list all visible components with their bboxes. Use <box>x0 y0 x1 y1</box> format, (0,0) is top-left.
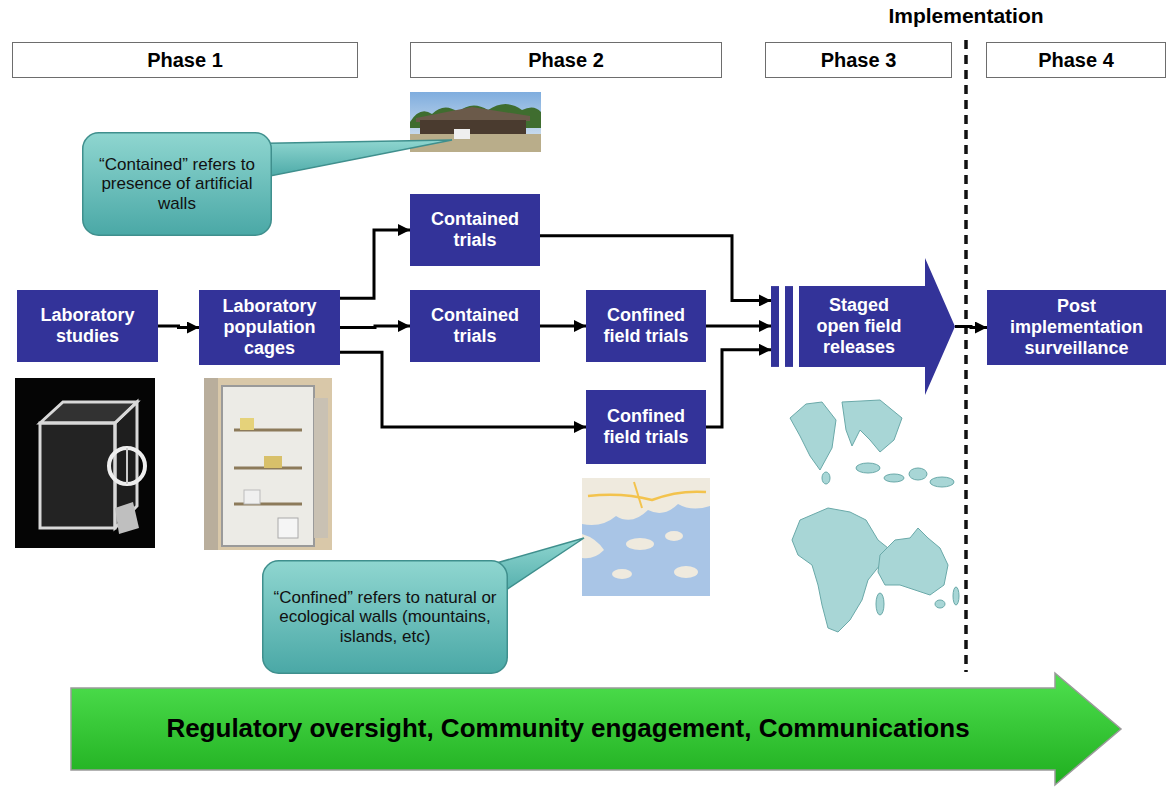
process-box: Post implementation surveillance <box>987 290 1166 365</box>
flow-arrow <box>706 350 771 427</box>
population-cage-photo <box>204 378 332 550</box>
node-text: Post implementation surveillance <box>995 296 1158 358</box>
phase-header: Phase 3 <box>765 42 952 78</box>
flow-arrow <box>158 326 199 328</box>
node-text: “Confined” refers to natural or ecologic… <box>272 588 498 647</box>
phase-header: Phase 4 <box>986 42 1166 78</box>
flow-arrow <box>340 326 410 328</box>
node-text: Laboratory studies <box>25 305 150 346</box>
process-box: Confined field trials <box>586 290 706 362</box>
node-text: Phase 1 <box>19 49 351 72</box>
callout-note: “Contained” refers to presence of artifi… <box>82 132 272 236</box>
process-box: Confined field trials <box>586 390 706 464</box>
node-text: Phase 3 <box>772 49 945 72</box>
process-box: Contained trials <box>410 290 540 362</box>
world-map <box>790 400 959 632</box>
callout-body <box>263 561 508 674</box>
flow-arrow <box>340 352 586 427</box>
phase-marker-label: Implementation <box>866 4 1066 28</box>
process-box: Laboratory population cages <box>199 290 340 365</box>
callout-body <box>83 133 272 236</box>
facility-photo <box>410 92 541 152</box>
stage-arrow: Staged open field releases <box>771 258 955 395</box>
phase-header: Phase 1 <box>12 42 358 78</box>
node-text: Confined field trials <box>594 305 698 346</box>
flow-arrow <box>955 327 987 328</box>
node-text: Contained trials <box>418 305 532 346</box>
lab-cage-photo <box>15 378 155 548</box>
flow-arrow <box>706 325 771 328</box>
process-box: Contained trials <box>410 194 540 266</box>
callout-pointer <box>232 140 452 178</box>
node-text: Laboratory population cages <box>207 296 332 358</box>
node-text: Contained trials <box>418 209 532 250</box>
flow-arrow <box>540 325 586 328</box>
implementation-divider <box>964 40 968 672</box>
island-map <box>582 478 710 596</box>
phase-header: Phase 2 <box>410 42 722 78</box>
oversight-arrow: Regulatory oversight, Community engageme… <box>70 672 1122 786</box>
flow-arrow <box>340 230 410 298</box>
process-box: Laboratory studies <box>17 290 158 362</box>
node-text: Phase 2 <box>417 49 715 72</box>
node-text: “Contained” refers to presence of artifi… <box>92 155 262 214</box>
node-text: Confined field trials <box>594 406 698 447</box>
callout-note: “Confined” refers to natural or ecologic… <box>262 560 508 674</box>
node-text: Regulatory oversight, Community engageme… <box>84 714 1052 744</box>
node-text: Staged open field releases <box>809 295 909 357</box>
node-text: Phase 4 <box>993 49 1159 72</box>
